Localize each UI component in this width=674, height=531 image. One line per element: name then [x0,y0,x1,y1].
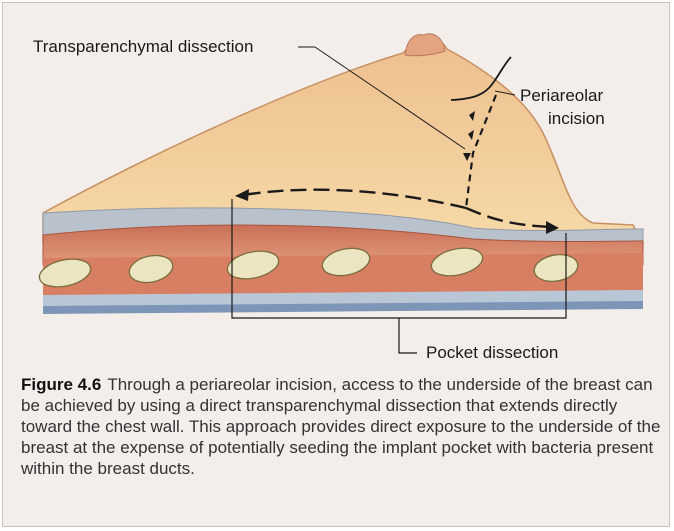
transparenchymal-label: Transparenchymal dissection [33,37,253,57]
nipple [405,34,445,56]
periareolar-label-line2: incision [548,109,605,129]
periareolar-label-line1: Periareolar [520,86,603,106]
caption-text: Through a periareolar incision, access t… [21,375,660,478]
figure-number: Figure 4.6 [21,375,101,394]
figure-frame: Transparenchymal dissection Periareolar … [2,2,670,527]
pocket-dissection-label: Pocket dissection [426,343,558,363]
